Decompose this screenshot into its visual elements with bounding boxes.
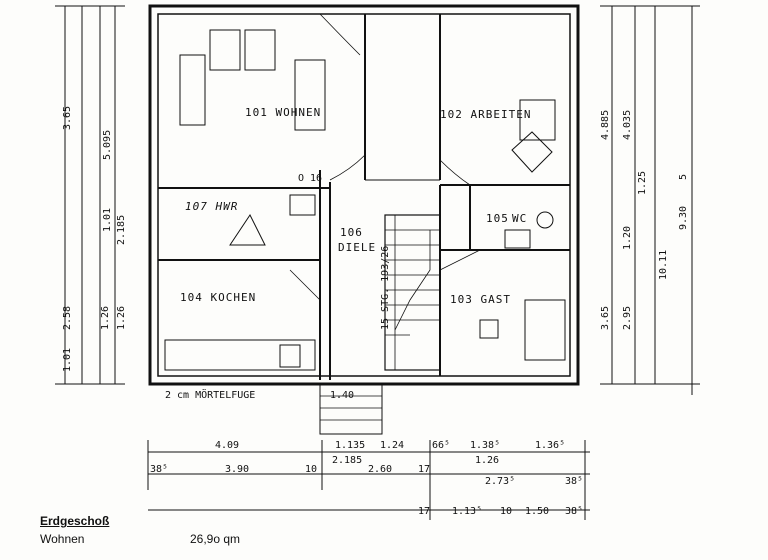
room-label-wohnen: 101 WOHNEN — [245, 106, 321, 119]
bottom-dim-2-2: 3.90 — [225, 464, 249, 475]
right-dim-7: 9.30 — [678, 206, 689, 230]
room-label-arbeiten: 102 ARBEITEN — [440, 108, 531, 121]
room-label-wc: WC — [512, 212, 527, 225]
bottom-dim-2-3: 10 — [305, 464, 317, 475]
left-dim-4: 1.01 — [102, 208, 113, 232]
entry-steps — [319, 383, 383, 435]
room-label-kochen: 104 KOCHEN — [180, 291, 256, 304]
legend-row-value: 26,9o qm — [190, 532, 241, 546]
right-dim-2: 4.035 — [622, 110, 633, 140]
bottom-dim-1-6: 1.36⁵ — [535, 440, 565, 451]
bottom-dim-1-3: 1.24 — [380, 440, 404, 451]
legend-row: Wohnen 26,9o qm — [40, 532, 340, 550]
right-dim-3: 1.25 — [637, 171, 648, 195]
bottom-dim-3-3: 10 — [500, 506, 512, 517]
left-dim-5: 2.58 — [62, 306, 73, 330]
room-label-gast: 103 GAST — [450, 293, 511, 306]
room-label-wc-number: 105 — [486, 212, 509, 225]
right-dim-1: 4.885 — [600, 110, 611, 140]
legend-title: Erdgeschoß — [40, 514, 110, 528]
staircase — [384, 214, 441, 371]
left-dim-3: 2.185 — [116, 215, 127, 245]
right-dim-5: 2.95 — [622, 306, 633, 330]
right-dim-8: 10.11 — [658, 250, 669, 280]
bottom-dim-3-5: 38⁵ — [565, 506, 583, 517]
bottom-dim-2-6: 17 — [418, 464, 430, 475]
bottom-dim-2-4: 2.185 — [332, 455, 362, 466]
area-legend: Erdgeschoß Wohnen 26,9o qm — [40, 514, 340, 550]
bottom-dim-3-1: 17 — [418, 506, 430, 517]
right-dim-9: 5 — [678, 174, 689, 180]
room-label-diele: DIELE — [338, 241, 376, 254]
bottom-dim-1-5: 1.38⁵ — [470, 440, 500, 451]
room-label-hwr: 107 HWR — [185, 200, 238, 213]
room-label-diele-number: 106 — [340, 226, 363, 239]
stair-label: 15 STG. 193/26 — [380, 246, 391, 330]
mortar-joint-label: 2 cm MÖRTELFUGE — [165, 388, 255, 401]
bottom-dim-2-5: 2.60 — [368, 464, 392, 475]
bottom-dim-2-9: 38⁵ — [565, 476, 583, 487]
legend-row-label: Wohnen — [40, 532, 85, 546]
left-dim-2: 5.095 — [102, 130, 113, 160]
bottom-dim-1-4: 66⁵ — [432, 440, 450, 451]
right-dim-4: 1.20 — [622, 226, 633, 250]
bottom-dim-2-8: 2.73⁵ — [485, 476, 515, 487]
entry-width-label: 1.40 — [330, 390, 354, 401]
left-dim-6: 1.26 — [116, 306, 127, 330]
bottom-dim-1-2: 1.135 — [335, 440, 365, 451]
bottom-dim-2-7: 1.26 — [475, 455, 499, 466]
left-dim-7: 1.01 — [62, 348, 73, 372]
label-o16: O 16 — [298, 173, 322, 184]
bottom-dim-3-2: 1.13⁵ — [452, 506, 482, 517]
bottom-dim-2-1: 38⁵ — [150, 464, 168, 475]
bottom-dim-1-1: 4.09 — [215, 440, 239, 451]
left-dim-8: 1.26 — [100, 306, 111, 330]
left-dim-1: 3.65 — [62, 106, 73, 130]
bottom-dim-3-4: 1.50 — [525, 506, 549, 517]
right-dim-6: 3.65 — [600, 306, 611, 330]
